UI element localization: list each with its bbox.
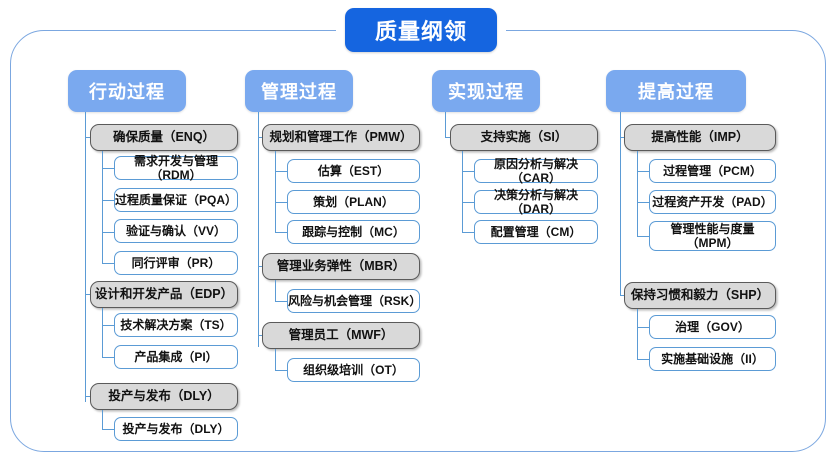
group-box-dly[interactable]: 投产与发布（DLY） [90, 383, 238, 410]
connector-stub-si-1 [462, 171, 476, 173]
connector-trunk-col4 [620, 112, 622, 296]
leaf-box-cm[interactable]: 配置管理（CM） [474, 220, 598, 244]
connector-trunk-edp [102, 308, 104, 358]
leaf-box-ii[interactable]: 实施基础设施（II） [649, 347, 776, 371]
leaf-box-pi[interactable]: 产品集成（PI） [114, 345, 238, 369]
connector-trunk-mwf [275, 349, 277, 371]
connector-stub-pmw-1 [275, 171, 289, 173]
root-title: 质量纲领 [345, 8, 497, 52]
connector-trunk-col2 [258, 112, 260, 347]
group-box-imp[interactable]: 提高性能（IMP） [624, 124, 776, 151]
connector-stub-enq-2 [102, 200, 116, 202]
connector-stub-si-2 [462, 202, 476, 204]
connector-stub-enq-3 [102, 232, 116, 234]
leaf-box-pcm[interactable]: 过程管理（PCM） [649, 159, 776, 183]
leaf-box-pr[interactable]: 同行评审（PR） [114, 251, 238, 275]
connector-stub-shp-1 [637, 327, 651, 329]
leaf-box-mc[interactable]: 跟踪与控制（MC） [287, 220, 420, 244]
column-header-action-process[interactable]: 行动过程 [68, 70, 186, 112]
leaf-box-rdm[interactable]: 需求开发与管理（RDM） [114, 154, 238, 182]
group-box-mwf[interactable]: 管理员工（MWF） [262, 322, 420, 349]
connector-stub-imp-3 [637, 236, 651, 238]
connector-stub-edp-2 [102, 357, 116, 359]
leaf-box-plan[interactable]: 策划（PLAN） [287, 190, 420, 214]
connector-stub-edp-1 [102, 325, 116, 327]
leaf-box-dly-release[interactable]: 投产与发布（DLY） [114, 417, 238, 441]
connector-trunk-pmw [275, 151, 277, 233]
column-header-realization-process[interactable]: 实现过程 [432, 70, 540, 112]
connector-trunk-col3 [445, 112, 447, 138]
leaf-box-ot[interactable]: 组织级培训（OT） [287, 358, 420, 382]
leaf-box-pqa[interactable]: 过程质量保证（PQA） [114, 188, 238, 212]
group-box-edp[interactable]: 设计和开发产品（EDP） [90, 281, 238, 308]
group-box-shp[interactable]: 保持习惯和毅力（SHP） [624, 282, 776, 309]
leaf-box-vv[interactable]: 验证与确认（VV） [114, 219, 238, 243]
leaf-box-rsk[interactable]: 风险与机会管理（RSK） [287, 289, 421, 313]
group-box-mbr[interactable]: 管理业务弹性（MBR） [262, 253, 420, 280]
leaf-box-gov[interactable]: 治理（GOV） [649, 315, 776, 339]
leaf-box-car[interactable]: 原因分析与解决（CAR） [474, 157, 598, 185]
column-header-improvement-process[interactable]: 提高过程 [606, 70, 746, 112]
column-header-management-process[interactable]: 管理过程 [245, 70, 353, 112]
connector-stub-imp-1 [637, 171, 651, 173]
connector-stub-dly-1 [102, 429, 116, 431]
connector-trunk-dly [102, 410, 104, 430]
group-box-pmw[interactable]: 规划和管理工作（PMW） [262, 124, 420, 151]
connector-trunk-enq [102, 151, 104, 264]
connector-stub-mwf-1 [275, 370, 289, 372]
connector-trunk-si [462, 151, 464, 233]
connector-trunk-mbr [275, 280, 277, 302]
leaf-box-mpm[interactable]: 管理性能与度量（MPM） [649, 221, 776, 251]
connector-trunk-shp [637, 309, 639, 360]
connector-stub-enq-1 [102, 168, 116, 170]
connector-stub-mbr-1 [275, 301, 289, 303]
group-box-si[interactable]: 支持实施（SI） [450, 124, 598, 151]
connector-trunk-col1 [85, 112, 87, 402]
leaf-box-ts[interactable]: 技术解决方案（TS） [114, 313, 238, 337]
connector-stub-shp-2 [637, 359, 651, 361]
leaf-box-pad[interactable]: 过程资产开发（PAD） [649, 190, 776, 214]
connector-stub-enq-4 [102, 263, 116, 265]
connector-stub-pmw-2 [275, 202, 289, 204]
connector-stub-si-3 [462, 232, 476, 234]
connector-stub-imp-2 [637, 202, 651, 204]
group-box-enq[interactable]: 确保质量（ENQ） [90, 124, 238, 151]
leaf-box-dar[interactable]: 决策分析与解决（DAR） [474, 188, 598, 216]
leaf-box-est[interactable]: 估算（EST） [287, 159, 420, 183]
connector-stub-pmw-3 [275, 232, 289, 234]
connector-trunk-imp [637, 151, 639, 237]
